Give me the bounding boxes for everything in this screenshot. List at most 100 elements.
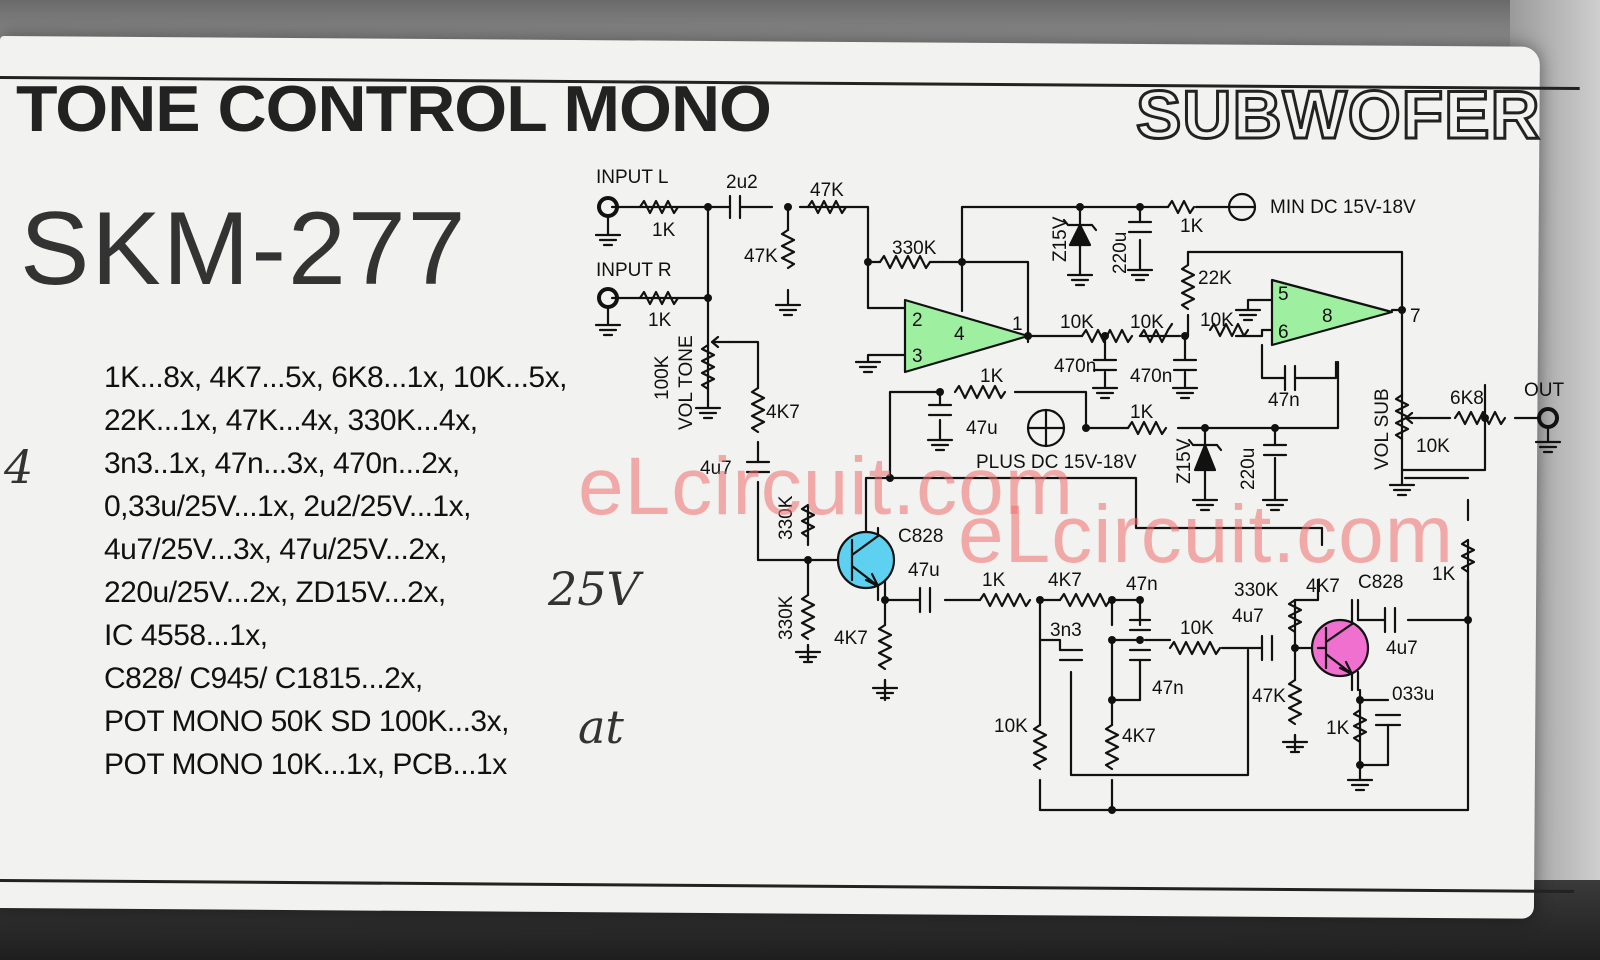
capacitor-470n-b [1172,358,1198,372]
label-r-330k-c: 330K [892,238,937,259]
parts-list-row: C828/ C945/ C1815...2x, [104,662,423,695]
watermark: eLcircuit.com [958,489,1455,580]
label-r-10k-b: 10K [1060,312,1094,333]
watermark: eLcircuit.com [578,441,1075,532]
zener-b [1187,438,1223,472]
label-r-4k7-a: 4K7 [766,402,800,423]
capacitor-220u-a [1127,220,1153,234]
component-labels: INPUT L INPUT R 1K 1K 2u2 47K 47K 330K 1… [596,167,1565,747]
label-c-47n-a: 47n [1126,574,1158,595]
label-q1: C828 [898,526,943,547]
label-r-10k-a: 10K [1180,618,1214,639]
pot-vol-tone [700,335,732,391]
label-c-47u-a: 47u [908,560,940,581]
label-r-47k-b: 47K [744,246,778,267]
resistor-1k-plus-b [1126,420,1168,436]
pot-vol-sub [1394,393,1422,441]
parts-list-row: 4u7/25V...3x, 47u/25V...2x, [104,533,447,566]
label-q2: C828 [1358,572,1403,593]
capacitor-4u7-a [745,460,771,474]
label-r-330k-d: 330K [1234,580,1279,601]
label-r-in-l: 1K [652,220,676,241]
label-plus-dc: PLUS DC 15V-18V [976,452,1137,473]
resistor-4k7-a [750,386,766,434]
opamp-2 [1270,278,1394,347]
label-c-47n-c: 47n [1268,390,1300,411]
label-pin-2: 2 [912,310,923,331]
capacitor-3n3 [1058,648,1084,662]
label-c-4u7-b: 4u7 [1232,606,1264,627]
label-pin-3: 3 [912,346,923,367]
parts-list-row: POT MONO 10K...1x, PCB...1x [104,748,507,781]
label-r-6k8: 6K8 [1450,388,1484,409]
resistor-330k-b [800,593,816,641]
label-c-in: 2u2 [726,172,758,193]
label-r-10k-c: 10K [1130,312,1164,333]
wires [610,205,1542,812]
label-pot-tone-2: VOL TONE [676,335,697,430]
label-c-033u: 033u [1392,684,1434,705]
resistor-330k-feedback [878,254,944,270]
page-title: TONE CONTROL MONO [16,72,772,146]
resistor-10k-a [1168,640,1222,656]
label-r-1k-a: 1K [982,570,1006,591]
label-pin-5: 5 [1278,284,1289,305]
resistor-4k7-c [1058,592,1112,608]
resistor-47k-shunt [780,228,796,270]
label-c-220u-b: 220u [1238,448,1259,490]
zener-diodes [1062,218,1223,472]
jack-out [1537,407,1559,429]
resistor-1k-plus [953,384,1007,400]
label-c-47u-b: 47u [966,418,998,439]
parts-list: 1K...8x, 4K7...5x, 6K8...1x, 10K...5x, 2… [104,356,624,786]
ground-symbols [594,223,1562,792]
label-r-47k-c: 47K [1252,686,1286,707]
parts-list-row: 3n3..1x, 47n...3x, 470n...2x, [104,447,460,480]
resistor-4k7-b [877,623,893,671]
capacitor-47u-a [918,586,932,614]
label-c-47n-b: 47n [1152,678,1184,699]
label-vol-sub: VOL SUB [1372,388,1393,470]
label-c-470n-b: 470n [1130,366,1172,387]
handwritten-mark-left: 4 [4,440,34,494]
capacitor-220u-b [1262,443,1288,457]
capacitor-033u [1374,713,1402,727]
parts-list-row: 220u/25V...2x, ZD15V...2x, [104,576,446,609]
resistor-10k-pot [1032,723,1048,771]
label-pin-7: 7 [1410,306,1421,327]
junction-dots [704,203,1489,814]
label-r-4k7-d: 4K7 [1122,726,1156,747]
parts-list-row: IC 4558...1x, [104,619,268,652]
capacitor-47n-a [1128,618,1152,632]
label-pin-8: 8 [1322,306,1333,327]
resistor-10k-d [1208,322,1250,338]
label-r-330k-b: 330K [776,595,797,640]
label-r-1k-c: 1K [1432,564,1456,585]
zener-a [1062,218,1098,267]
label-r-330k-a: 330K [776,495,797,540]
parts-list-row: 0,33u/25V...1x, 2u2/25V...1x, [104,490,471,523]
jacks [597,192,1559,448]
subtitle-subwoofer: SUBWOFER [1135,76,1542,155]
resistor-10k-c [1138,322,1174,344]
label-r-4k7-b: 4K7 [834,628,868,649]
label-input-r: INPUT R [596,260,672,281]
handwritten-mark-at: at [578,700,624,754]
label-r-10k-pot: 10K [994,716,1028,737]
label-r-22k: 22K [1198,268,1232,289]
capacitor-47n-c [1283,364,1297,392]
label-c-220u-a: 220u [1110,232,1131,274]
resistor-1k-power [1166,199,1196,215]
resistor-330k-d [1287,598,1303,634]
resistor-47k-c [1287,678,1303,726]
label-r-in-r: 1K [648,310,672,331]
label-r-1k-e: 1K [1130,402,1154,423]
resistor-1k-in-r [638,290,680,306]
label-out: OUT [1524,380,1565,401]
label-pot-tone-1: 100K [652,355,673,400]
label-c-4u7-a: 4u7 [700,458,732,479]
capacitors [728,194,1402,727]
label-r-1k-b: 1K [1326,718,1350,739]
label-pin-6: 6 [1278,322,1289,343]
